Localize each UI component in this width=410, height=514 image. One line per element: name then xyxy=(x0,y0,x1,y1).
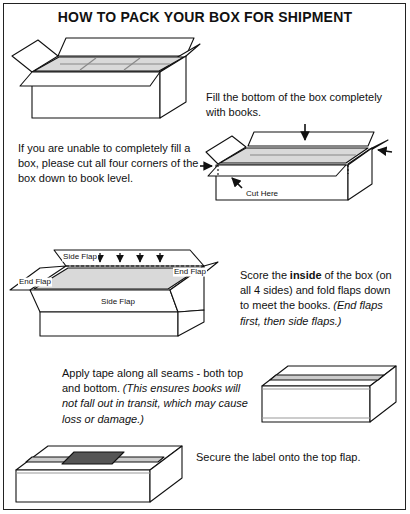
cut-box xyxy=(206,132,388,200)
instruction-text: Secure the label onto the top flap. xyxy=(196,450,396,465)
instruction-text: If you are unable to completely fill a b… xyxy=(18,141,204,187)
fold-arrows xyxy=(100,253,160,262)
instruction-phrase: inside xyxy=(290,269,322,281)
part-label: End Flap xyxy=(173,268,207,277)
labelled-box xyxy=(16,446,182,502)
part-label: Side Flap xyxy=(62,253,98,262)
cut-arrows xyxy=(200,124,392,188)
instruction-text: Fill the bottom of the box completely wi… xyxy=(206,90,396,120)
instruction-phrase: Fill the bottom of the box completely wi… xyxy=(206,91,382,118)
title: HOW TO PACK YOUR BOX FOR SHIPMENT xyxy=(0,9,410,25)
open-box xyxy=(12,38,200,118)
instruction-text: Score theinsideof the box (on all 4 side… xyxy=(240,268,398,329)
part-label: Side Flap xyxy=(100,298,136,307)
instruction-phrase: Secure the label onto the top flap. xyxy=(196,451,361,463)
instruction-phrase: If you are unable to completely fill a b… xyxy=(18,142,198,184)
taped-box xyxy=(262,366,396,422)
part-label: Cut Here xyxy=(245,190,279,199)
instruction-phrase: Score the xyxy=(240,269,287,281)
instruction-text: Apply tape along all seams - both top an… xyxy=(62,366,254,427)
page-frame xyxy=(4,4,406,510)
part-label: End Flap xyxy=(18,278,52,287)
flap-box xyxy=(10,250,218,336)
